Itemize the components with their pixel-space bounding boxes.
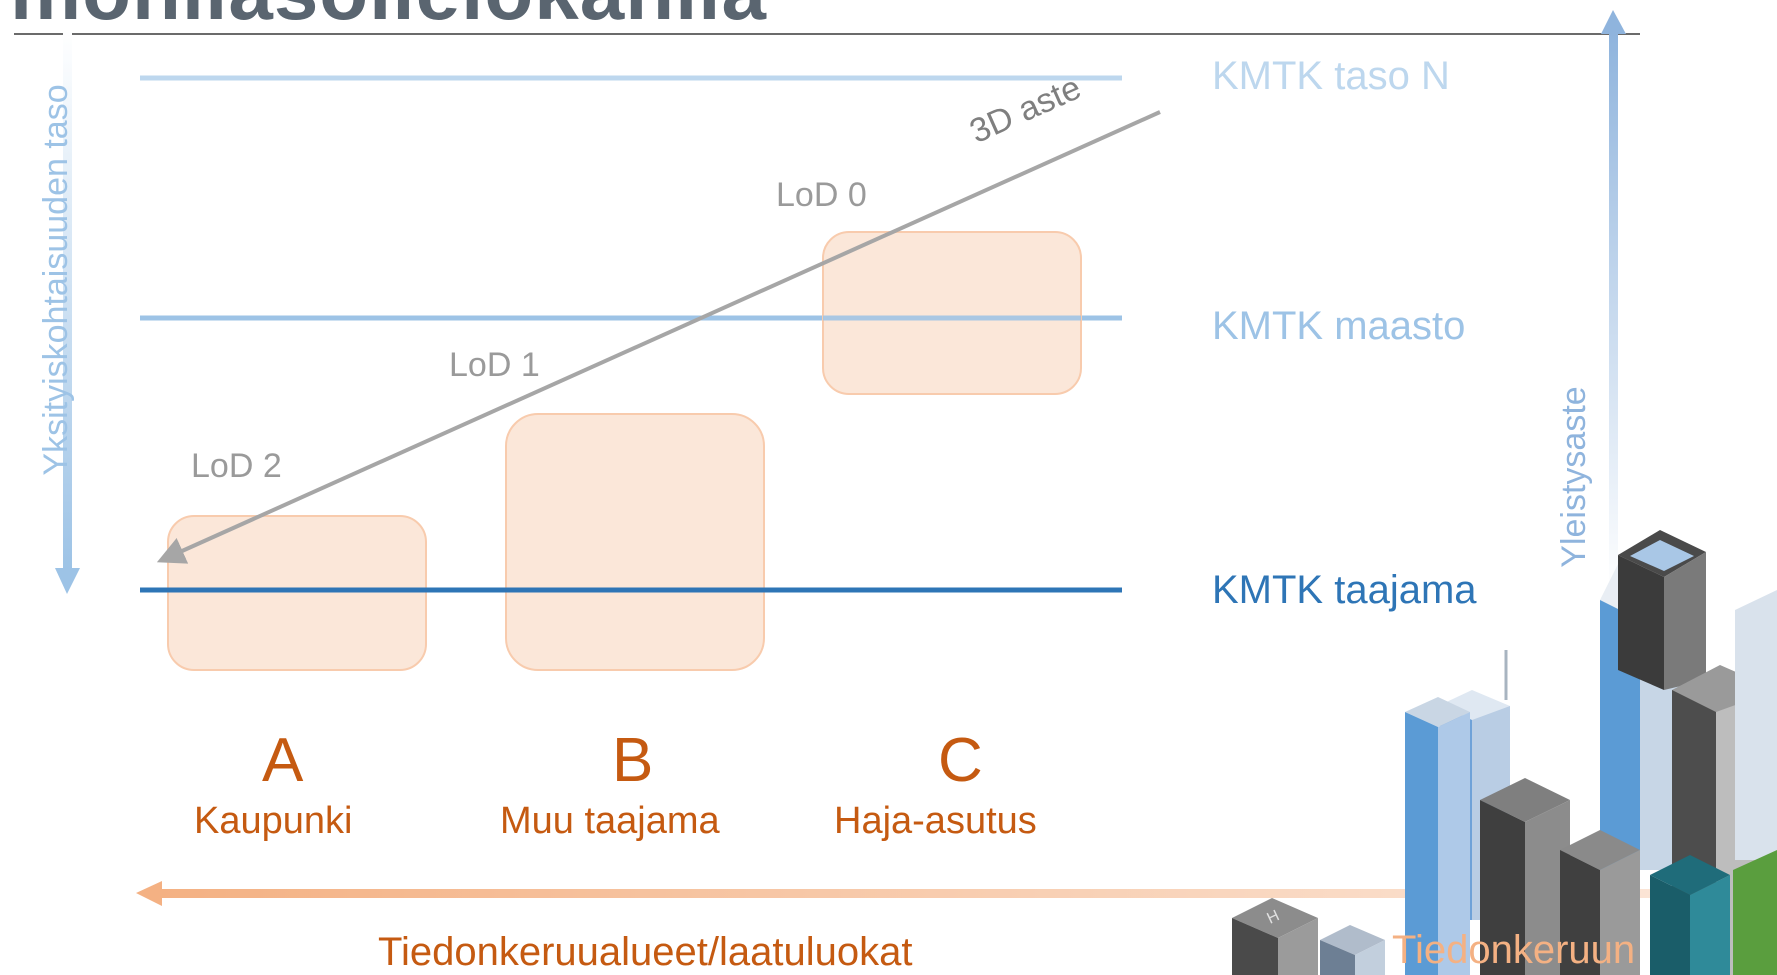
area-box-b bbox=[505, 413, 765, 671]
city-buildings-illustration: H bbox=[1232, 530, 1777, 975]
area-letter-b: B bbox=[612, 726, 654, 795]
bottom-axis-arrow bbox=[160, 889, 1660, 898]
area-letter-a: A bbox=[262, 726, 304, 795]
bottom-axis-arrowhead bbox=[136, 881, 162, 906]
left-axis-arrowhead bbox=[55, 568, 80, 594]
area-letter-c: C bbox=[938, 726, 983, 795]
right-axis-label: Yleistysaste bbox=[1555, 386, 1593, 568]
lod-2-label: LoD 2 bbox=[191, 447, 282, 485]
area-name-a: Kaupunki bbox=[194, 800, 353, 842]
left-axis-label: Yksityiskohtaisuuden taso bbox=[37, 84, 75, 476]
right-axis-arrowhead bbox=[1601, 10, 1626, 34]
page-title: moniiasoiieiokaniia bbox=[10, 0, 767, 32]
level-label-maasto: KMTK maasto bbox=[1212, 304, 1466, 348]
level-label-taajama: KMTK taajama bbox=[1212, 568, 1477, 612]
3d-arrow bbox=[156, 110, 1161, 564]
lod-1-label: LoD 1 bbox=[449, 346, 540, 384]
collect-label: Tiedonkeruun bbox=[1392, 928, 1636, 972]
area-name-b: Muu taajama bbox=[500, 800, 720, 842]
area-box-a bbox=[167, 515, 427, 671]
area-name-c: Haja-asutus bbox=[834, 800, 1037, 842]
right-axis-arrow bbox=[1609, 32, 1618, 592]
lod-0-label: LoD 0 bbox=[776, 176, 867, 214]
level-label-taso-n: KMTK taso N bbox=[1212, 54, 1450, 98]
area-box-c bbox=[822, 231, 1082, 395]
left-axis-arrow bbox=[63, 30, 72, 570]
bottom-axis-label: Tiedonkeruualueet/laatuluokat bbox=[378, 930, 913, 974]
